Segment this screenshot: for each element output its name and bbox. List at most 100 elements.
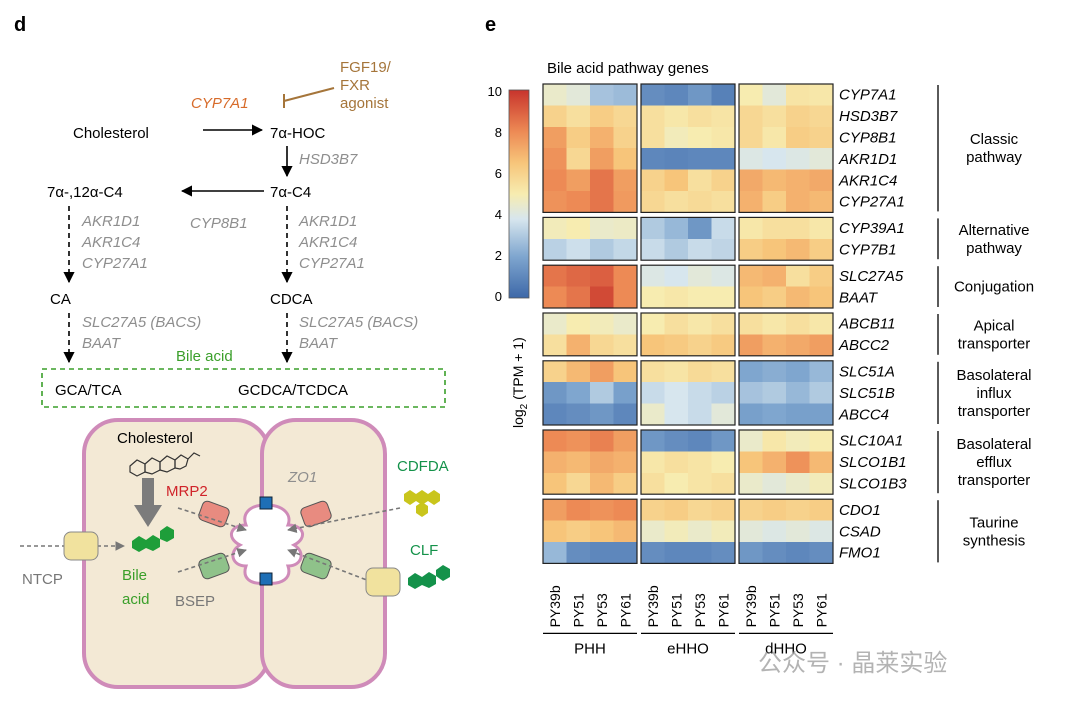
category-label: Classic xyxy=(970,131,1019,148)
heatmap-cell xyxy=(543,451,567,474)
gene-label: SLC51B xyxy=(839,385,895,402)
cyp8b1-enzyme: CYP8B1 xyxy=(190,215,248,232)
heatmap-cell xyxy=(762,217,787,240)
heatmap-cell xyxy=(613,382,638,404)
heatmap-cell xyxy=(543,148,567,170)
heatmap-cell xyxy=(809,382,834,404)
heatmap-cell xyxy=(711,238,736,261)
column-label: PY61 xyxy=(617,593,633,627)
heatmap-block-border xyxy=(738,264,834,309)
heatmap-cell xyxy=(809,238,834,261)
heatmap-cell xyxy=(590,451,614,474)
heatmap-cell xyxy=(786,499,810,521)
heatmap-cell xyxy=(809,265,834,287)
heatmap-cell xyxy=(688,126,712,149)
hoc-label: 7α-HOC xyxy=(270,125,326,142)
heatmap-block-border xyxy=(640,360,736,426)
bile-acid-label: Bile acid xyxy=(176,348,233,365)
heatmap-cell xyxy=(566,265,591,287)
panel-e-label: e xyxy=(485,14,496,36)
heatmap-cell xyxy=(809,542,834,564)
heatmap-cell xyxy=(809,360,834,383)
left-conj-1: SLC27A5 (BACS) xyxy=(82,314,201,331)
heatmap-cell xyxy=(590,105,614,128)
heatmap-cell xyxy=(641,472,665,495)
heatmap-cell xyxy=(590,403,614,426)
heatmap-cell xyxy=(739,472,763,495)
heatmap-cell xyxy=(543,334,567,357)
gene-label: CYP27A1 xyxy=(839,194,905,211)
gene-label: CYP39A1 xyxy=(839,220,905,237)
heatmap-cell xyxy=(590,382,614,404)
gene-label: AKR1D1 xyxy=(838,151,897,168)
heatmap-cell xyxy=(786,472,810,495)
right-enzyme-1: AKR1D1 xyxy=(298,213,357,230)
heatmap-cell xyxy=(613,84,638,106)
cholesterol-label: Cholesterol xyxy=(73,125,149,142)
heatmap-title: Bile acid pathway genes xyxy=(547,60,709,77)
cyp7a1-enzyme: CYP7A1 xyxy=(191,95,249,112)
heatmap-cell xyxy=(590,313,614,335)
heatmap-cell xyxy=(711,169,736,192)
bile-acid-box xyxy=(41,368,446,408)
heatmap-cell xyxy=(543,313,567,335)
heatmap-cell xyxy=(590,238,614,261)
heatmap-cell xyxy=(566,542,591,564)
conversion-arrow xyxy=(134,478,162,527)
heatmap-cell xyxy=(762,499,787,521)
heatmap-cell xyxy=(739,520,763,543)
heatmap-cell xyxy=(739,105,763,128)
inhibition-bar xyxy=(283,87,335,108)
heatmap-cell xyxy=(590,499,614,521)
category-label: transporter xyxy=(958,335,1031,352)
heatmap-cell xyxy=(739,403,763,426)
heatmap-cell xyxy=(786,84,810,106)
heatmap-cell xyxy=(688,382,712,404)
heatmap-cell xyxy=(566,191,591,213)
category-label: Conjugation xyxy=(954,279,1034,296)
heatmap-cell xyxy=(664,403,689,426)
heatmap-cell xyxy=(613,169,638,192)
column-label: PY39b xyxy=(743,585,759,627)
heatmap-cell xyxy=(711,84,736,106)
heatmap-cell xyxy=(809,499,834,521)
heatmap-block-border xyxy=(640,429,736,495)
bile-acid-synthesis-pathway: CYP7A1 FGF19/ FXR agonist Cholesterol 7α… xyxy=(41,59,446,408)
heatmap-cell xyxy=(664,105,689,128)
heatmap-cell xyxy=(711,403,736,426)
heatmap-cell xyxy=(664,499,689,521)
heatmap-cell xyxy=(762,360,787,383)
heatmap-cell xyxy=(566,148,591,170)
heatmap-cell xyxy=(664,84,689,106)
heatmap-cell xyxy=(786,191,810,213)
heatmap-cell xyxy=(762,313,787,335)
heatmap-cell xyxy=(566,360,591,383)
heatmap-cell xyxy=(739,191,763,213)
heatmap-cell xyxy=(688,105,712,128)
cdca-label: CDCA xyxy=(270,291,313,308)
heatmap-cell xyxy=(688,238,712,261)
heatmap-cell xyxy=(688,334,712,357)
gene-label: SLC10A1 xyxy=(839,433,903,450)
heatmap-cell xyxy=(664,520,689,543)
heatmap-cell xyxy=(566,217,591,240)
heatmap-cell xyxy=(566,472,591,495)
heatmap-cell xyxy=(613,451,638,474)
heatmap-cell xyxy=(613,334,638,357)
heatmap-cell xyxy=(739,451,763,474)
heatmap-cell xyxy=(590,334,614,357)
heatmap-cell xyxy=(664,542,689,564)
heatmap-cell xyxy=(762,542,787,564)
heatmap-cell xyxy=(739,542,763,564)
heatmap-cell xyxy=(786,238,810,261)
heatmap-cell xyxy=(739,126,763,149)
gcdca-tcdca-label: GCDCA/TCDCA xyxy=(238,382,348,399)
heatmap-cell xyxy=(711,191,736,213)
heatmap-cell xyxy=(762,451,787,474)
heatmap-cell xyxy=(762,191,787,213)
heatmap-cell xyxy=(641,451,665,474)
heatmap-cell xyxy=(543,217,567,240)
category-label: efflux xyxy=(976,454,1012,471)
heatmap-block-border xyxy=(542,264,638,309)
heatmap-cell xyxy=(641,148,665,170)
